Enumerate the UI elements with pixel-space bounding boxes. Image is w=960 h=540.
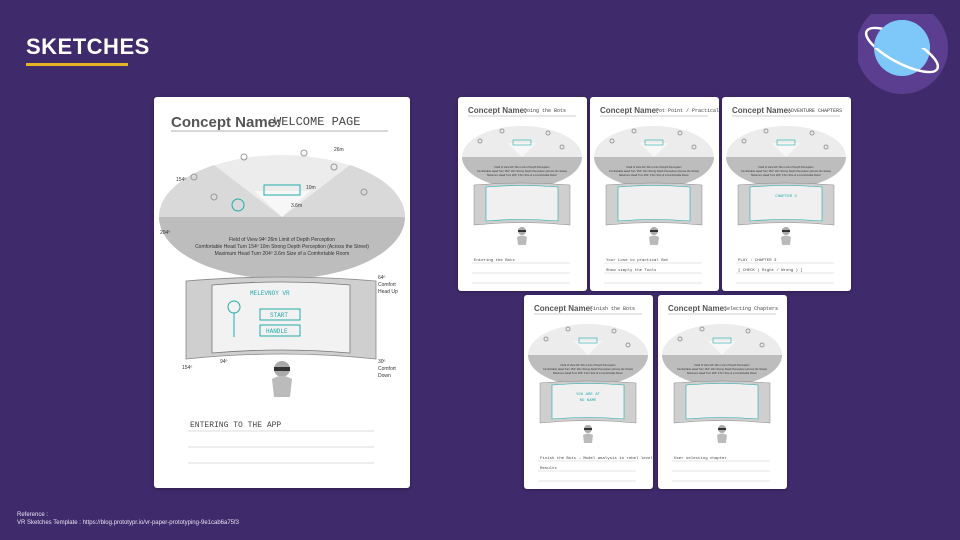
reference-link[interactable]: VR Sketches Template : https://blog.prot… [17,520,240,526]
sketch-note: Entering the Bots [474,258,515,263]
concept-name-label: Concept Name: [600,106,659,115]
concept-name-label: Concept Name: [171,114,281,131]
comfort-down-2: Down [378,373,391,379]
sketch-card-4[interactable]: Concept Name: Finish the Bots Field of V… [524,295,653,489]
angle-154: 154º [176,177,186,183]
sketch-note: ENTERING TO THE APP [190,421,281,430]
angle-94-lower: 94º [220,359,228,365]
start-button-sketch: START [270,312,288,319]
viewer-figure [717,425,727,443]
distance-3-6m: 3.6m [291,203,302,209]
angle-154-lower: 154º [182,365,192,371]
angle-30: 30º [378,359,386,365]
fov-line-1: Field of View 94º 26m Limit of Depth Per… [229,237,335,243]
concept-name-value: Doing the Bots [524,108,566,114]
fov-diagram: Field of View 94º 26m Limit of Depth Per… [462,126,582,188]
planet-icon [856,2,948,94]
comfort-down-1: Comfort [378,366,396,372]
fov-line-2: Comfortable Head Turn 154º 10m Strong De… [477,169,567,173]
concept-name-value: ADVENTURE CHAPTERS [788,108,842,114]
sketch-note: PLAY : CHAPTER 3 [738,259,777,263]
concept-name-value: WELCOME PAGE [274,115,360,129]
fov-line-3: Maximum Head Turn 204º 3.6m Size of a Co… [751,173,821,177]
vr-screen-sketch [605,182,703,226]
angle-204: 204º [160,230,170,236]
vr-screen-sketch: CHAPTER 3 [737,182,835,226]
comfort-up-2: Head Up [378,289,398,295]
sketch-note-2: Results [540,466,557,471]
screen-text: CHAPTER 3 [775,195,797,199]
fov-diagram: Field of View 94º 26m Limit of Depth Per… [726,126,846,188]
comfort-up-1: Comfort [378,282,396,288]
fov-line-1: Field of View 94º 26m Limit of Depth Per… [627,165,683,169]
fov-line-1: Field of View 94º 26m Limit of Depth Per… [695,363,751,367]
sketch-card-5[interactable]: Concept Name: Selecting Chapters Field o… [658,295,787,489]
sketch-card-1[interactable]: Concept Name: Doing the Bots Field of Vi… [458,97,587,291]
vr-screen-sketch: YOU ARE AT NO NAME [539,380,637,424]
fov-line-3: Maximum Head Turn 204º 3.6m Size of a Co… [553,371,623,375]
viewer-figure [517,227,527,245]
fov-line-2: Comfortable Head Turn 154º 10m Strong De… [195,244,369,250]
concept-name-value: Selecting Chapters [724,306,778,312]
concept-name-label: Concept Name: [534,304,593,313]
fov-line-2: Comfortable Head Turn 154º 10m Strong De… [677,367,767,371]
sketch-note-2: [ CHECK ( Right / Wrong ) ] [738,268,803,273]
fov-line-2: Comfortable Head Turn 154º 10m Strong De… [741,169,831,173]
screen-text-2: NO NAME [580,399,597,403]
sketch-note: Finish the Bots → Model analysis in rebe… [540,456,653,461]
fov-line-3: Maximum Head Turn 204º 3.6m Size of a Co… [487,173,557,177]
fov-line-1: Field of View 94º 26m Limit of Depth Per… [561,363,617,367]
sketch-note: User selecting chapter [674,456,727,461]
fov-line-1: Field of View 94º 26m Limit of Depth Per… [759,165,815,169]
fov-diagram: Field of View 94º 26m Limit of Depth Per… [662,324,782,386]
angle-64: 64º [378,275,386,281]
vr-screen-sketch [673,380,771,424]
handle-button-sketch: HANDLE [266,328,288,335]
reference: Reference : VR Sketches Template : https… [17,511,239,527]
vr-screen-sketch [473,182,571,226]
viewer-figure [649,227,659,245]
app-title-sketch: MELEVNOY VR [250,290,290,297]
fov-diagram: 154º 204º 26m 10m 3.6m Field of View 94º… [158,147,406,279]
vr-screen-sketch: MELEVNOY VR START HANDLE 64º Comfort Hea… [182,275,398,379]
reference-label: Reference : [17,512,49,518]
sketch-card-welcome[interactable]: Concept Name: WELCOME PAGE 154º 204º 26m… [154,97,410,488]
fov-line-1: Field of View 94º 26m Limit of Depth Per… [495,165,551,169]
fov-diagram: Field of View 94º 26m Limit of Depth Per… [528,324,648,386]
distance-10m: 10m [306,185,316,191]
viewer-figure [583,425,593,443]
viewer-figure [781,227,791,245]
concept-name-value: Finish the Bots [590,306,635,312]
concept-name-label: Concept Name: [468,106,527,115]
fov-line-3: Maximum Head Turn 204º 3.6m Size of a Co… [687,371,757,375]
sketch-card-2[interactable]: Concept Name: Pot Point / Practical Bot … [590,97,719,291]
sketch-note-2: Show simply the Tools [606,268,657,273]
fov-line-2: Comfortable Head Turn 154º 10m Strong De… [543,367,633,371]
distance-26m: 26m [334,147,344,153]
fov-line-3: Maximum Head Turn 204º 3.6m Size of a Co… [215,251,350,257]
fov-diagram: Field of View 94º 26m Limit of Depth Per… [594,126,714,188]
fov-line-2: Comfortable Head Turn 154º 10m Strong De… [609,169,699,173]
concept-name-label: Concept Name: [732,106,791,115]
title-underline [26,63,128,66]
concept-name-label: Concept Name: [668,304,727,313]
page-title: SKETCHES [26,34,150,59]
concept-name-value: Pot Point / Practical Bot [656,108,719,114]
sketch-card-3[interactable]: Concept Name: ADVENTURE CHAPTERS Field o… [722,97,851,291]
screen-text: YOU ARE AT [576,393,601,397]
sketch-note: Your Lose to practical Bot [606,258,668,263]
fov-line-3: Maximum Head Turn 204º 3.6m Size of a Co… [619,173,689,177]
viewer-figure [272,361,292,397]
